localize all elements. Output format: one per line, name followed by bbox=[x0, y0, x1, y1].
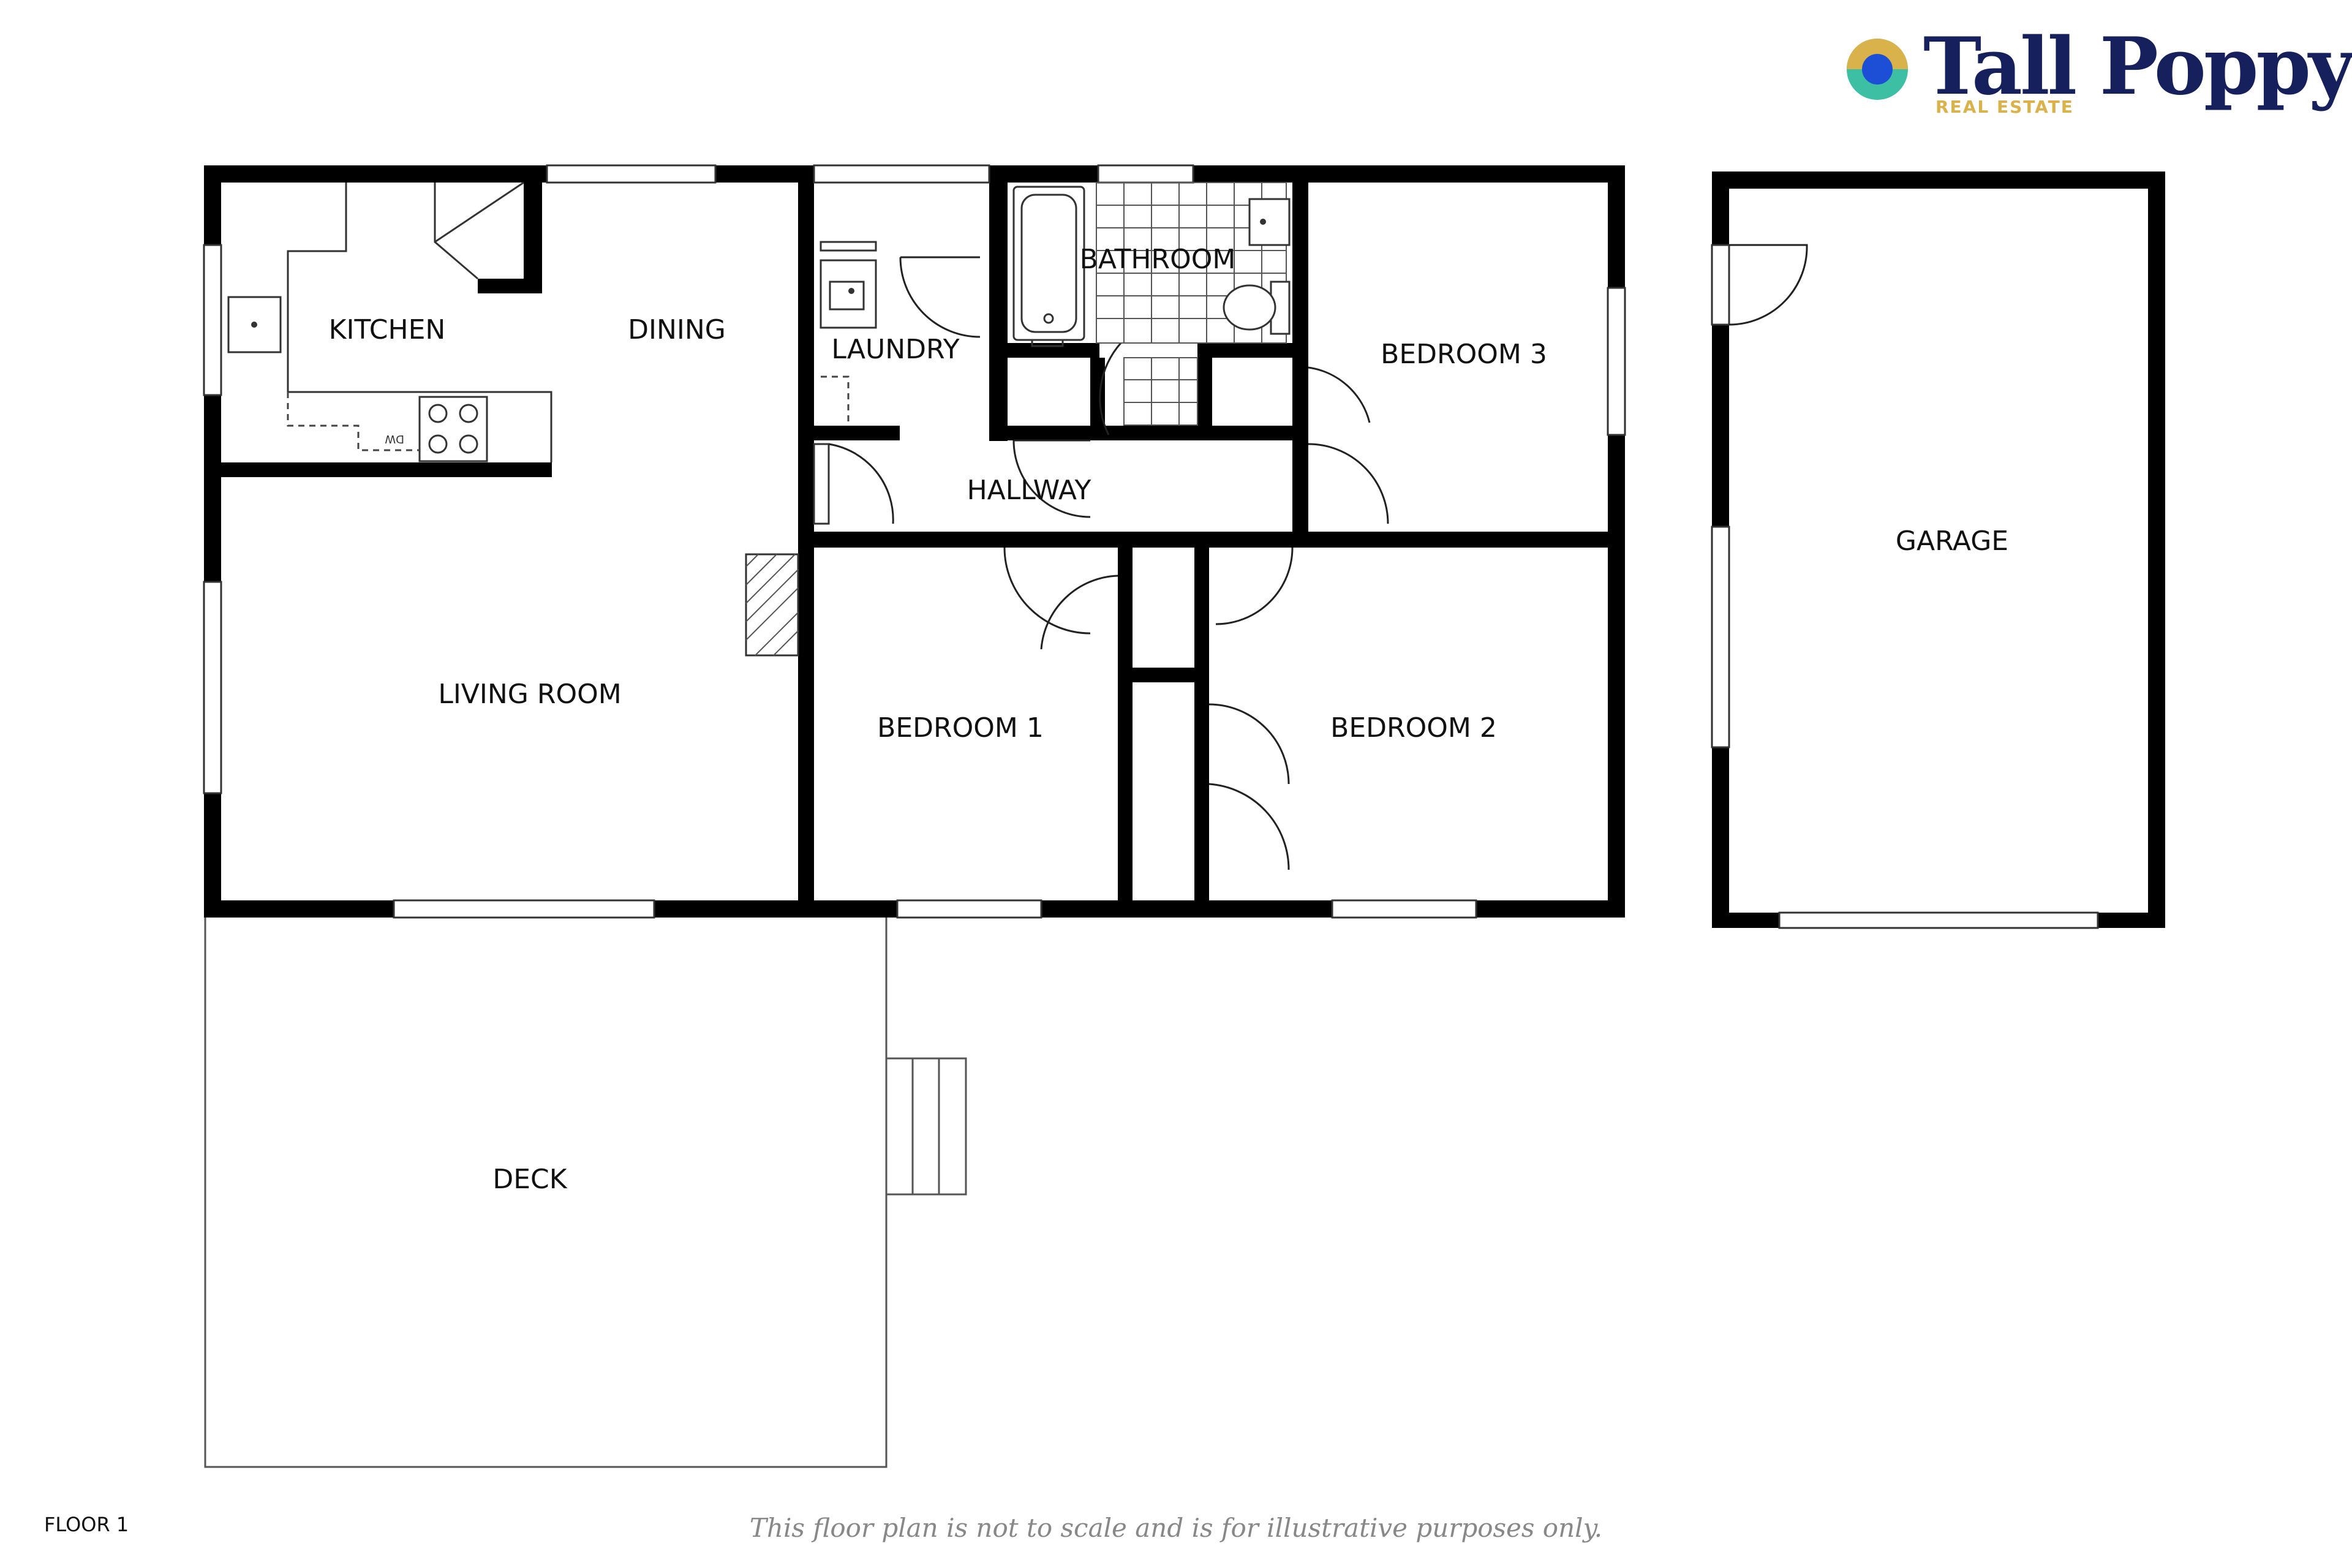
room-label-garage: GARAGE bbox=[1896, 526, 2008, 557]
deck-steps bbox=[885, 1057, 967, 1196]
room-label-hallway: HALLWAY bbox=[967, 475, 1091, 506]
house-walls bbox=[204, 165, 1625, 918]
room-label-deck: DECK bbox=[492, 1164, 567, 1195]
vanity-sink-icon bbox=[1248, 198, 1291, 246]
room-label-bedroom2: BEDROOM 2 bbox=[1330, 712, 1497, 744]
bathroom-fixtures bbox=[1012, 182, 1291, 426]
laundry-fixtures bbox=[820, 241, 877, 426]
dishwasher-label: DW bbox=[385, 432, 404, 445]
room-label-bathroom: BATHROOM bbox=[1080, 244, 1236, 275]
room-label-kitchen: KITCHEN bbox=[329, 314, 446, 345]
brand-name: Tall Poppy bbox=[1923, 21, 2352, 113]
brand-subtitle: REAL ESTATE bbox=[1936, 97, 2074, 117]
garage-walls bbox=[1711, 172, 2165, 929]
room-label-dining: DINING bbox=[628, 314, 726, 345]
cooktop-icon bbox=[418, 396, 488, 462]
room-label-laundry: LAUNDRY bbox=[831, 334, 959, 365]
poppy-circle-icon bbox=[1847, 39, 1908, 100]
bathtub-icon bbox=[1012, 186, 1085, 341]
room-label-bedroom1: BEDROOM 1 bbox=[877, 712, 1044, 744]
room-label-bedroom3: BEDROOM 3 bbox=[1381, 339, 1547, 370]
windows bbox=[203, 164, 1626, 919]
toilet-icon bbox=[1223, 284, 1276, 331]
room-label-living-room: LIVING ROOM bbox=[438, 679, 621, 710]
floor-label: FLOOR 1 bbox=[44, 1513, 129, 1536]
brand-logo: Tall Poppy REAL ESTATE bbox=[1844, 21, 2352, 129]
disclaimer-text: This floor plan is not to scale and is f… bbox=[749, 1513, 1603, 1543]
kitchen-fixtures: DW bbox=[227, 181, 552, 462]
doors bbox=[813, 256, 1389, 870]
